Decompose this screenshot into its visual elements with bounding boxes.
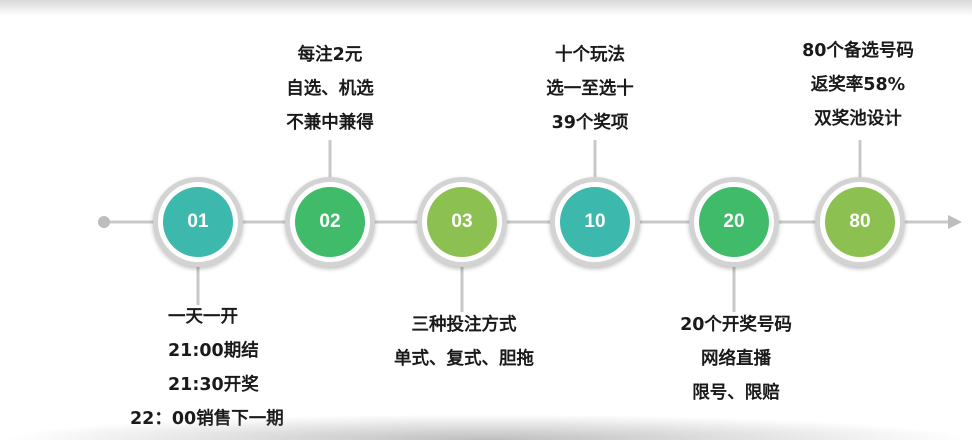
step-line: 21:00期结 bbox=[168, 341, 259, 361]
step-line: 选一至选十 bbox=[546, 79, 634, 99]
step-text-02: 每注2元 自选、机选 不兼中兼得 bbox=[286, 38, 374, 140]
step-node-80: 80 bbox=[815, 177, 905, 267]
step-number: 10 bbox=[584, 211, 606, 232]
step-badge-10: 10 bbox=[560, 187, 630, 257]
step-badge-80: 80 bbox=[825, 187, 895, 257]
step-line: 20个开奖号码 bbox=[680, 315, 792, 335]
step-line: 不兼中兼得 bbox=[286, 113, 374, 133]
step-node-20: 20 bbox=[689, 177, 779, 267]
step-badge-01: 01 bbox=[163, 187, 233, 257]
step-node-03: 03 bbox=[417, 177, 507, 267]
step-node-01: 01 bbox=[153, 177, 243, 267]
step-line: 每注2元 bbox=[297, 45, 363, 65]
bottom-shadow bbox=[0, 414, 972, 440]
step-badge-02: 02 bbox=[295, 187, 365, 257]
step-line: 双奖池设计 bbox=[814, 109, 902, 129]
step-line: 三种投注方式 bbox=[411, 315, 517, 335]
step-text-20: 20个开奖号码 网络直播 限号、限赔 bbox=[680, 308, 792, 410]
timeline-arrow-icon bbox=[948, 215, 962, 229]
step-number: 02 bbox=[319, 211, 341, 232]
top-shadow bbox=[0, 0, 972, 16]
step-line: 十个玩法 bbox=[555, 45, 625, 65]
step-number: 01 bbox=[187, 211, 209, 232]
step-line: 网络直播 bbox=[700, 349, 771, 369]
step-number: 80 bbox=[849, 211, 871, 232]
step-badge-03: 03 bbox=[427, 187, 497, 257]
step-text-03: 三种投注方式 单式、复式、胆拖 bbox=[394, 308, 534, 376]
step-line: 39个奖项 bbox=[551, 113, 629, 133]
step-badge-20: 20 bbox=[699, 187, 769, 257]
step-text-80: 80个备选号码 返奖率58% 双奖池设计 bbox=[802, 34, 914, 136]
step-number: 20 bbox=[723, 211, 745, 232]
timeline-start-dot bbox=[98, 216, 110, 228]
step-line: 返奖率58% bbox=[810, 75, 906, 95]
step-text-10: 十个玩法 选一至选十 39个奖项 bbox=[546, 38, 634, 140]
step-line: 80个备选号码 bbox=[802, 41, 914, 61]
step-number: 03 bbox=[451, 211, 473, 232]
step-line: 限号、限赔 bbox=[692, 383, 780, 403]
step-line: 21:30开奖 bbox=[168, 375, 259, 395]
step-node-02: 02 bbox=[285, 177, 375, 267]
step-line: 自选、机选 bbox=[286, 79, 374, 99]
step-line: 单式、复式、胆拖 bbox=[394, 349, 534, 369]
step-line: 一天一开 bbox=[168, 307, 238, 327]
step-node-10: 10 bbox=[550, 177, 640, 267]
